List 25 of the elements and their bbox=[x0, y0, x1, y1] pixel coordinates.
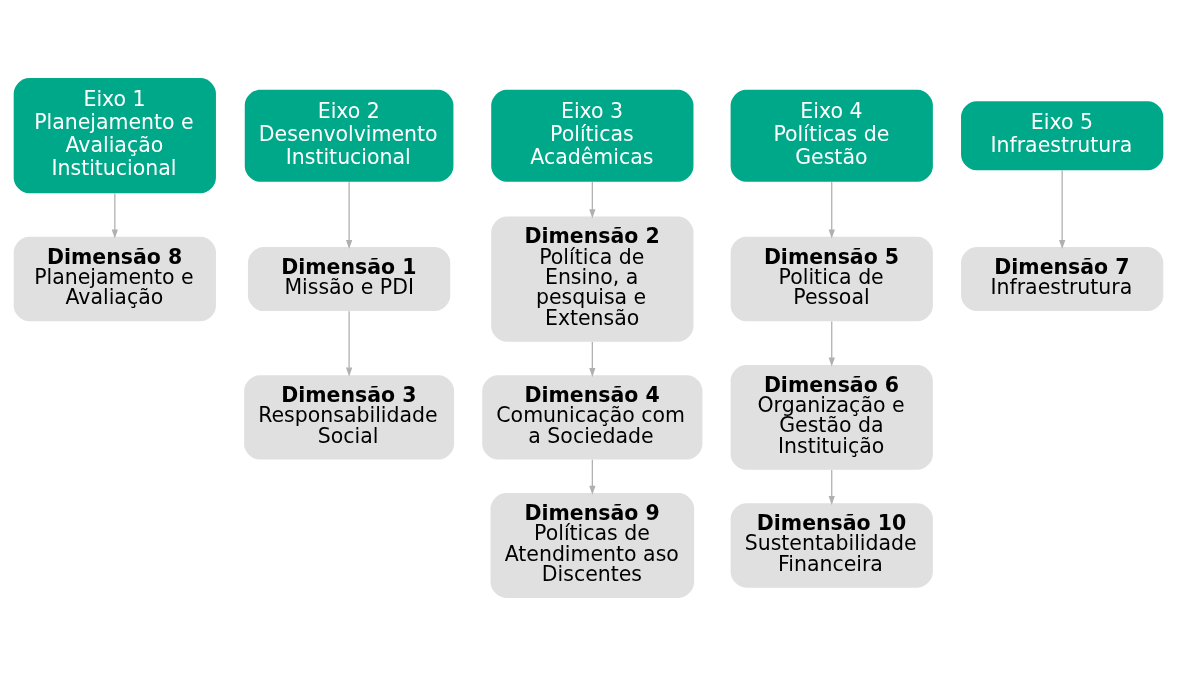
arrow bbox=[111, 192, 118, 238]
node-box: Dimensão 9 Políticas de Atendimento aso Discentes bbox=[490, 492, 695, 598]
node-box: Dimensão 2 Política de Ensino, a pesquisa e Extensão bbox=[491, 215, 694, 342]
node-box: Eixo 4 Políticas de Gestão bbox=[730, 89, 933, 182]
arrow bbox=[589, 458, 596, 495]
node-box: Dimensão 10 Sustentabilidade Financeira bbox=[730, 502, 933, 588]
arrow bbox=[589, 340, 596, 377]
node-box: Dimensão 6 Organização e Gestão da Instituição bbox=[730, 364, 933, 470]
node-box: Eixo 2 Desenvolvimento Institucional bbox=[244, 89, 454, 182]
node-box: Eixo 3 Políticas Acadêmicas bbox=[491, 89, 694, 182]
node-box: Eixo 5 Infraestrutura bbox=[961, 100, 1164, 170]
node-box: Dimensão 7 Infraestrutura bbox=[961, 246, 1164, 311]
node-box: Dimensão 3 Responsabilidade Social bbox=[244, 374, 455, 460]
arrow bbox=[1059, 169, 1066, 249]
arrow bbox=[345, 310, 353, 377]
node-box: Dimensão 5 Politica de Pessoal bbox=[730, 236, 933, 321]
arrow bbox=[589, 180, 596, 218]
node-box: Dimensão 8 Planejamento e Avaliação bbox=[13, 236, 216, 321]
node-box: Eixo 1 Planejamento e Avaliação Institucional bbox=[13, 77, 216, 193]
node-box: Dimensão 4 Comunicação com a Sociedade bbox=[482, 374, 703, 460]
arrow bbox=[828, 180, 835, 239]
arrow bbox=[828, 468, 835, 505]
arrow bbox=[345, 180, 353, 249]
node-box: Dimensão 1 Missão e PDI bbox=[247, 246, 451, 311]
arrow bbox=[828, 320, 835, 366]
